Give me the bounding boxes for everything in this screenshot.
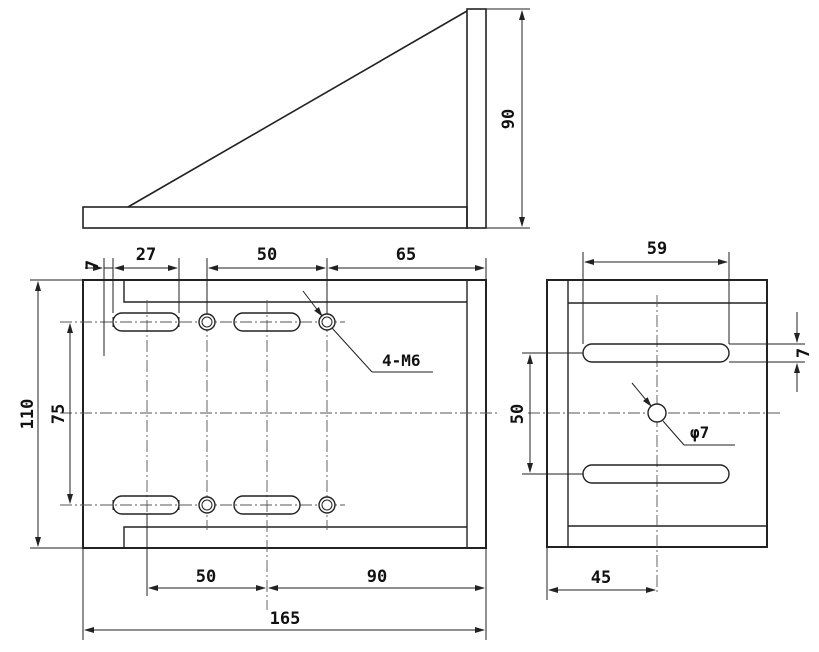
dimension-label-offset: 7: [83, 260, 103, 270]
dimension-label-overall-width: 165: [270, 609, 301, 629]
dimension-label-hole-spacing: 50: [257, 245, 277, 265]
hole-callout: φ7: [631, 382, 735, 446]
front-bottom-flange: [123, 526, 467, 549]
side-upright-plate: [466, 8, 487, 229]
dimension-label-slot-length: 27: [136, 245, 156, 265]
thread-callout: 4-M6: [302, 290, 433, 373]
dimension-label-slot-spacing: 75: [49, 404, 69, 424]
dimension-label-bottom-left: 50: [196, 567, 216, 587]
end-hole: [647, 403, 667, 423]
end-view: 59 7 50 45: [508, 239, 814, 600]
hole-top-1-thread: [201, 316, 213, 328]
hole-bottom-2: [318, 496, 336, 514]
slot-bottom-middle: [233, 495, 301, 515]
callout-leader: [662, 420, 685, 446]
hole-callout-label: φ7: [690, 423, 709, 442]
dimension-label: 7: [794, 348, 814, 358]
slot-top-middle: [233, 312, 301, 332]
side-base-plate: [82, 206, 468, 229]
callout-arrow-in: [302, 290, 323, 317]
side-gusset-edge: [127, 10, 468, 208]
front-view: 7 27 50 65 110 75: [18, 245, 500, 640]
dimension-end-slot-spacing: 50: [508, 352, 583, 475]
thread-callout-label: 4-M6: [382, 351, 421, 370]
hole-top-2: [318, 313, 336, 331]
callout-leader: [331, 327, 373, 373]
dimension-label: 45: [591, 568, 611, 588]
dimension-label: 90: [499, 109, 519, 129]
dimension-label: 59: [647, 239, 667, 259]
hole-bottom-1-thread: [201, 499, 213, 511]
front-outline: [82, 279, 487, 549]
front-top-flange: [123, 279, 467, 303]
dimension-label-right-span: 65: [396, 245, 416, 265]
dimension-end-width: 45: [546, 547, 656, 600]
hole-top-2-thread: [321, 316, 333, 328]
end-slot-top: [582, 343, 730, 363]
hole-bottom-2-thread: [321, 499, 333, 511]
dimension-top-chain: 7 27 50 65: [83, 245, 487, 356]
side-view: 90: [82, 8, 530, 229]
dimension-end-slot-length: 59: [582, 239, 730, 344]
hole-top-1: [198, 313, 216, 331]
end-slot-bottom: [582, 464, 730, 484]
hole-bottom-1: [198, 496, 216, 514]
dimension-label: 50: [508, 404, 528, 424]
dimension-label-bottom-right: 90: [367, 567, 387, 587]
callout-arrow-in: [631, 382, 652, 407]
dimension-end-slot-offset: 7: [729, 312, 814, 392]
dimension-label-overall-height: 110: [18, 399, 38, 430]
dimension-side-height: 90: [486, 8, 530, 229]
dimension-left-heights: 110 75: [18, 279, 83, 549]
dimension-bottom-chain: 50 90 165: [82, 514, 487, 640]
